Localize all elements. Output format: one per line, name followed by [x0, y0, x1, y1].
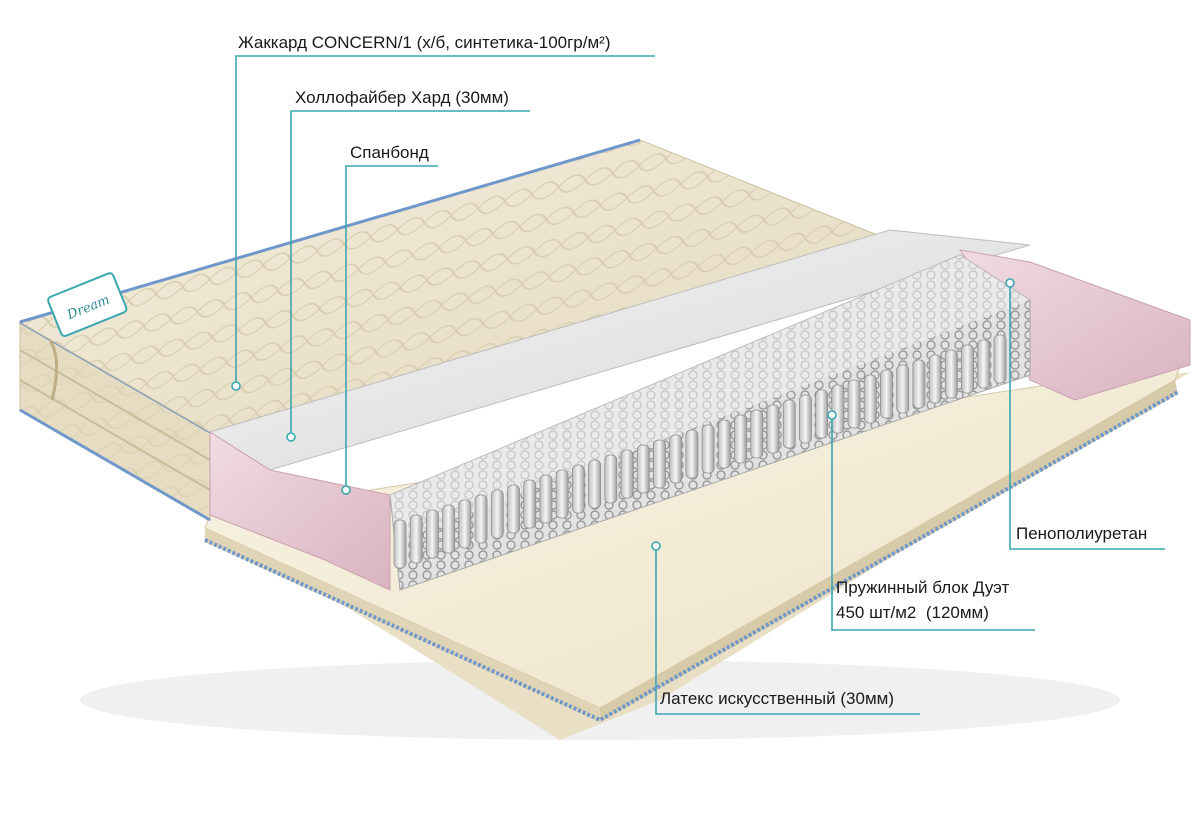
spring-coil: [620, 449, 634, 499]
dot-ppu: [1005, 278, 1015, 288]
spring-coil: [831, 384, 845, 434]
label-spring-density: 450 шт/м2 (120мм): [836, 603, 989, 622]
label-hollofiber: Холлофайбер Хард (30мм): [295, 88, 509, 107]
label-latex: Латекс искусственный (30мм): [660, 689, 894, 708]
latex-base-layer: [204, 365, 1190, 740]
dot-hollofiber: [286, 432, 296, 442]
spring-coil: [961, 344, 974, 394]
spring-coil: [604, 454, 618, 504]
spring-coil: [555, 469, 569, 519]
leader-dots: [231, 278, 1015, 551]
spring-coil: [896, 364, 910, 414]
spring-coil: [393, 519, 407, 569]
spring-coil: [880, 369, 893, 419]
dot-spanbond: [341, 485, 351, 495]
spring-coil: [669, 434, 683, 484]
label-spanbond: Спанбонд: [350, 143, 429, 162]
spring-coil: [442, 504, 456, 554]
spring-coil: [863, 374, 877, 424]
spring-coil: [750, 409, 764, 459]
spring-coil: [636, 444, 650, 494]
spring-coil: [539, 474, 553, 524]
spring-coil: [944, 349, 958, 399]
spring-coil: [993, 334, 1007, 384]
leader-ppu: [1009, 283, 1165, 550]
dot-jacquard: [231, 381, 241, 391]
spring-coil: [734, 414, 747, 464]
spring-coil: [782, 399, 796, 449]
spring-coil: [588, 459, 601, 509]
spring-coil: [458, 499, 472, 549]
spring-coil: [523, 479, 537, 529]
spring-coil: [799, 394, 812, 444]
spring-coil: [571, 464, 585, 514]
spring-coil: [928, 354, 942, 404]
spring-coil: [409, 514, 423, 564]
spring-block: [389, 254, 1031, 591]
spring-coil: [766, 404, 780, 454]
label-jacquard: Жаккард CONCERN/1 (х/б, синтетика-100гр/…: [238, 33, 611, 52]
spring-coil: [701, 424, 715, 474]
leader-hollofiber: [290, 110, 530, 437]
spring-coil: [847, 379, 861, 429]
spring-coil: [426, 509, 439, 559]
spring-coil: [474, 494, 488, 544]
spring-coil: [685, 429, 699, 479]
leader-latex: [655, 546, 920, 715]
leader-spring: [831, 415, 1035, 631]
leader-lines: [235, 55, 1165, 715]
spring-coil: [490, 489, 504, 539]
brand-label-tag: Dream: [47, 272, 128, 337]
spring-coil: [653, 439, 666, 489]
spring-coil: [912, 359, 926, 409]
leader-jacquard: [235, 55, 655, 386]
spring-coil: [977, 339, 991, 389]
label-ppu: Пенополиуретан: [1016, 524, 1148, 543]
ppu-foam-left: [209, 431, 391, 591]
dot-spring: [827, 410, 837, 420]
spring-coil: [717, 419, 731, 469]
spring-coil: [815, 389, 829, 439]
spring-coil-row: [393, 334, 1007, 569]
spring-coil: [507, 484, 520, 534]
label-spring-block: Пружинный блок Дуэт: [836, 578, 1010, 597]
latex-piping: [204, 390, 1179, 723]
dot-latex: [651, 541, 661, 551]
leader-spanbond: [345, 165, 438, 490]
